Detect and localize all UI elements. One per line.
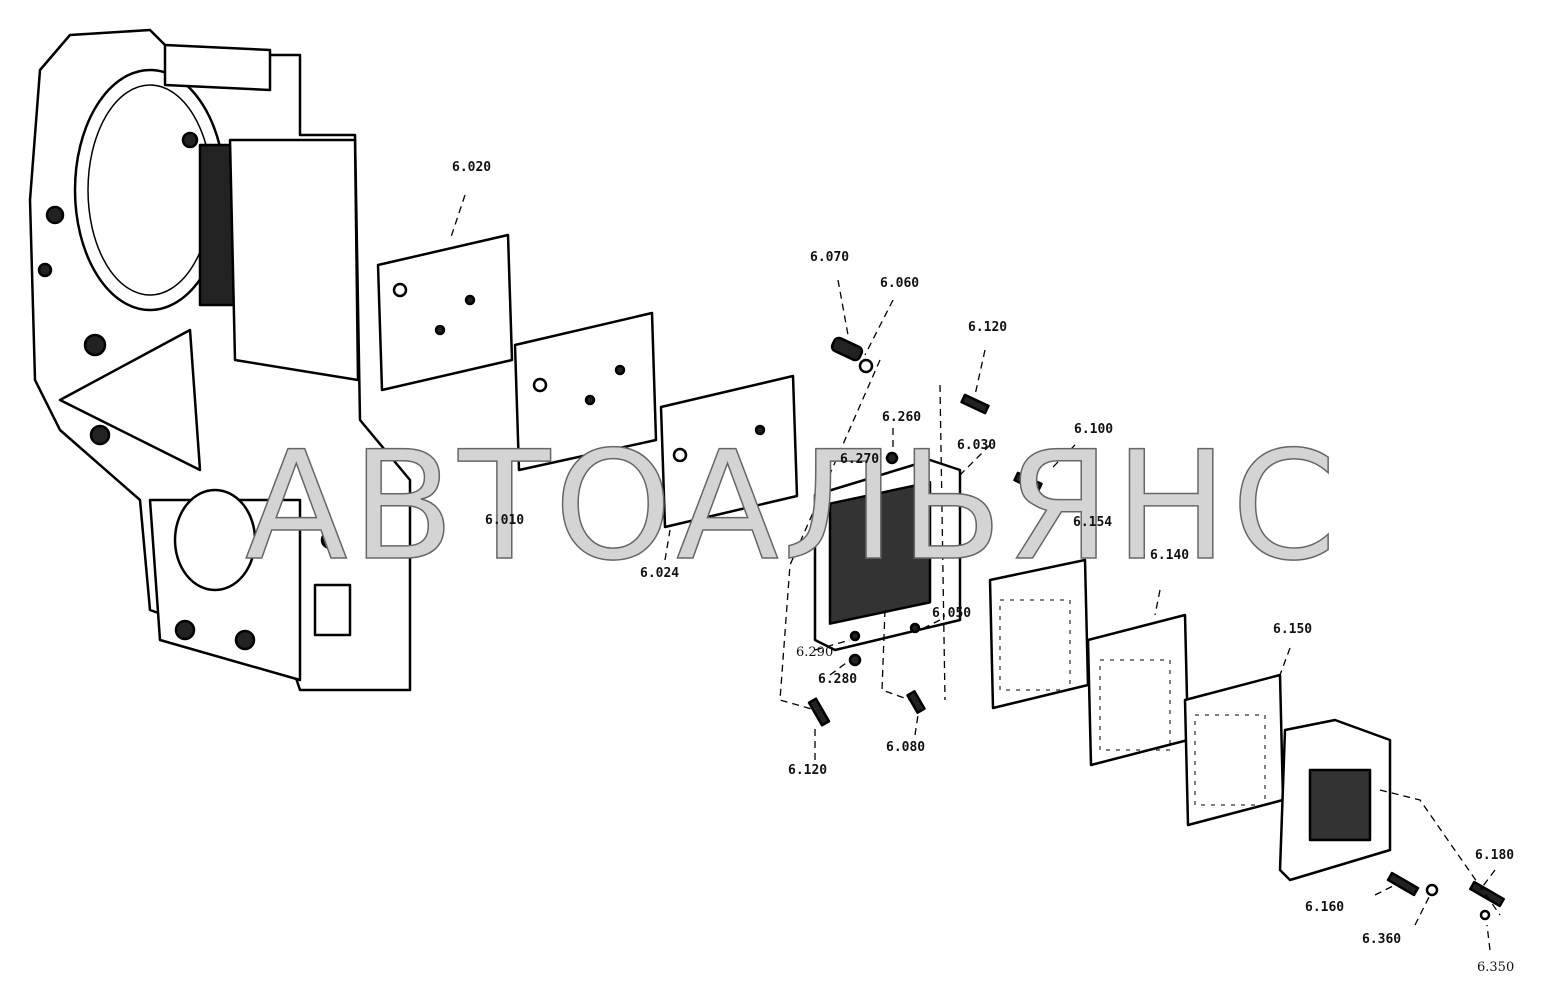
plate-6-140 bbox=[1086, 613, 1190, 767]
callout-6-260[interactable]: 6.260 bbox=[882, 410, 922, 425]
callout-6-080[interactable]: 6.080 bbox=[886, 740, 926, 755]
callout-6-070[interactable]: 6.070 bbox=[810, 250, 850, 265]
bolt-6-120-bottom bbox=[807, 697, 831, 727]
leader-lines bbox=[449, 194, 1501, 951]
callout-6-160[interactable]: 6.160 bbox=[1305, 900, 1345, 915]
callout-6-360[interactable]: 6.360 bbox=[1362, 932, 1402, 947]
callout-6-270[interactable]: 6.270 bbox=[840, 452, 880, 467]
callout-6-024[interactable]: 6.024 bbox=[640, 566, 680, 581]
callout-6-010[interactable]: 6.010 bbox=[485, 513, 525, 528]
callout-6-060[interactable]: 6.060 bbox=[880, 276, 920, 291]
callout-6-154[interactable]: 6.154 bbox=[1073, 515, 1113, 530]
callout-6-100[interactable]: 6.100 bbox=[1074, 422, 1114, 437]
callout-6-120-bottom[interactable]: 6.120 bbox=[788, 763, 828, 778]
cover-plate bbox=[1278, 718, 1392, 882]
ball-6-060 bbox=[858, 358, 874, 374]
transmission-housing bbox=[28, 28, 412, 692]
callout-6-030[interactable]: 6.030 bbox=[957, 438, 997, 453]
bolt-6-080 bbox=[906, 690, 926, 714]
plate-6-010 bbox=[513, 311, 658, 472]
bolt-6-120-top bbox=[960, 393, 990, 415]
callout-6-150[interactable]: 6.150 bbox=[1273, 622, 1313, 637]
callout-6-050[interactable]: 6.050 bbox=[932, 606, 972, 621]
bolt-6-160 bbox=[1386, 871, 1420, 897]
plate-6-024 bbox=[659, 374, 799, 529]
spring-6-070 bbox=[830, 336, 864, 362]
bolt-6-180 bbox=[1469, 880, 1505, 908]
washer-6-350 bbox=[1479, 909, 1491, 921]
callout-6-140[interactable]: 6.140 bbox=[1150, 548, 1190, 563]
bolt-6-100 bbox=[1013, 471, 1043, 493]
callout-6-180[interactable]: 6.180 bbox=[1475, 848, 1515, 863]
callout-6-280[interactable]: 6.280 bbox=[818, 672, 858, 687]
callout-6-350[interactable]: 6.350 bbox=[1477, 960, 1515, 975]
callout-6-020[interactable]: 6.020 bbox=[452, 160, 492, 175]
plate-6-154 bbox=[988, 558, 1090, 710]
callout-6-120-top[interactable]: 6.120 bbox=[968, 320, 1008, 335]
valve-body-6-030 bbox=[813, 458, 962, 652]
plate-6-150 bbox=[1183, 673, 1285, 827]
callout-6-290[interactable]: 6.290 bbox=[796, 645, 834, 660]
washer-6-360 bbox=[1425, 883, 1439, 897]
plate-6-020 bbox=[376, 233, 514, 392]
